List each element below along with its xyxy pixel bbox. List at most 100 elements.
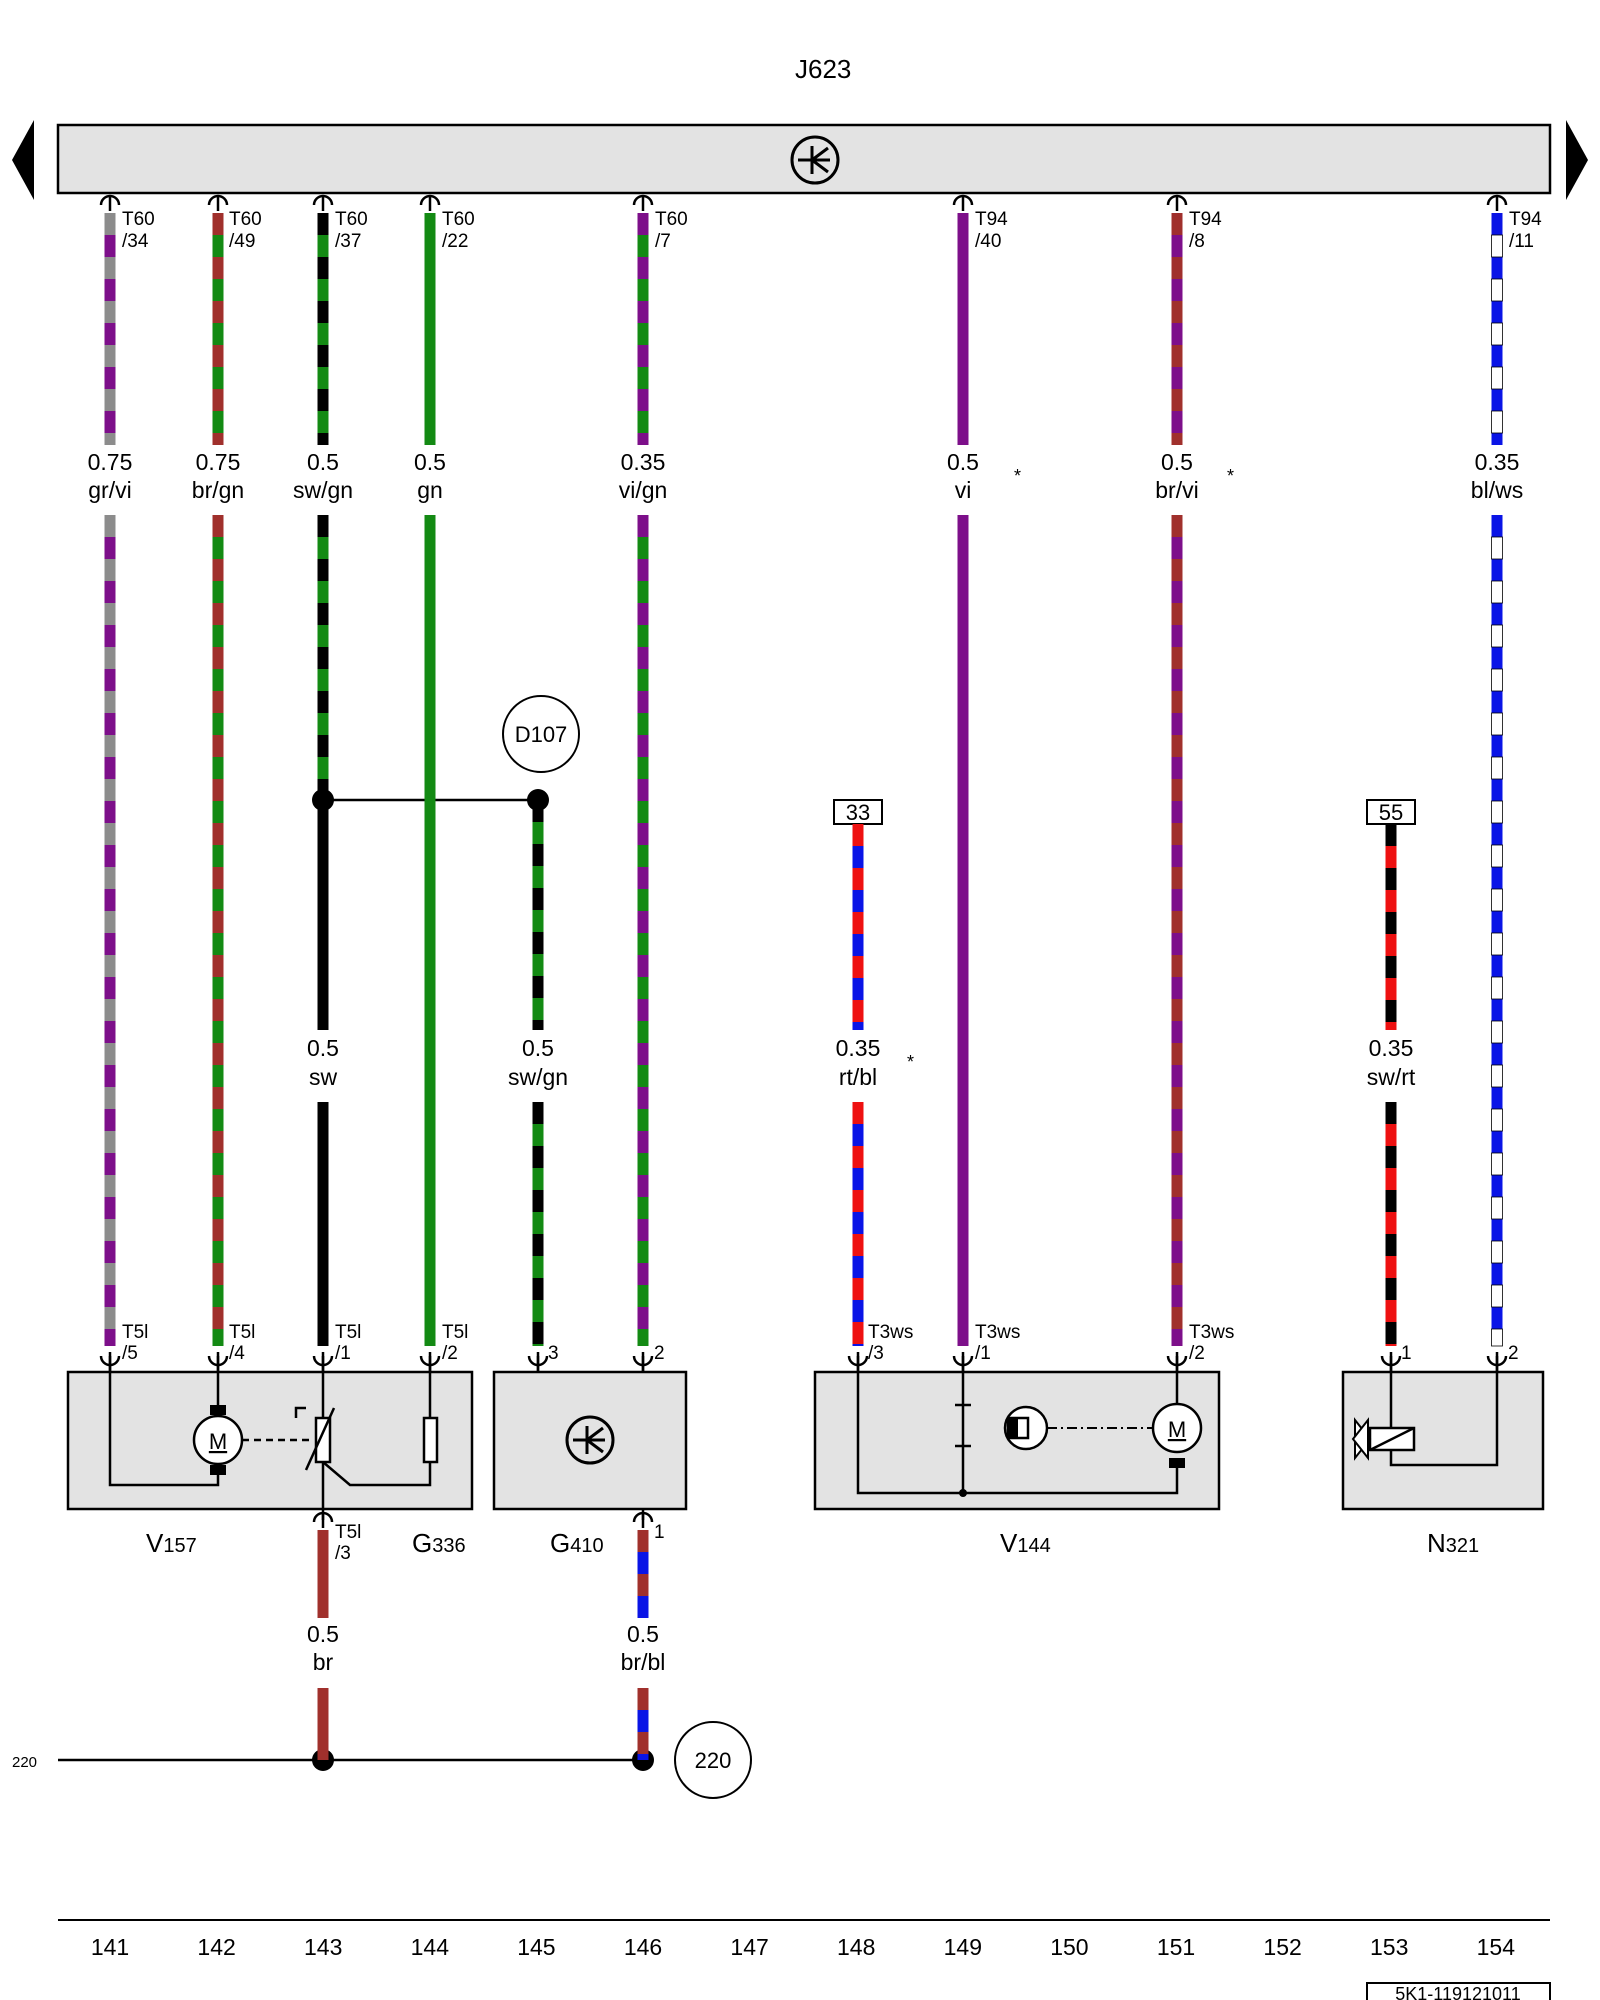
wire-154-upper: [1491, 213, 1503, 445]
track-number: 154: [1477, 1934, 1516, 1960]
pin-connector-icon: [1486, 194, 1508, 211]
svg-text:T94: T94: [975, 209, 1008, 230]
wire-144-lower: [424, 515, 436, 1346]
svg-text:T3ws: T3ws: [868, 1322, 913, 1343]
svg-text:T5l: T5l: [122, 1322, 148, 1343]
svg-text:/37: /37: [335, 231, 361, 252]
potentiometer-icon: [314, 1416, 332, 1464]
track-number: 143: [304, 1934, 342, 1960]
svg-text:0.35: 0.35: [1369, 1035, 1414, 1061]
svg-text:T5l: T5l: [335, 1522, 361, 1543]
wire-143-mid: [317, 515, 329, 800]
svg-text:br/gn: br/gn: [192, 477, 244, 503]
wire-143-bottom: [317, 1102, 329, 1346]
svg-text:T94: T94: [1189, 209, 1222, 230]
svg-text:vi/gn: vi/gn: [619, 477, 668, 503]
page-next-arrow-icon[interactable]: [1566, 120, 1588, 200]
svg-text:/8: /8: [1189, 231, 1205, 252]
svg-text:/2: /2: [1189, 1343, 1205, 1364]
pin-label: T5l/5 T5l/4 T5l/1 T5l/2 T5l/3 3 2 1 T3ws…: [122, 1322, 1519, 1564]
svg-text:/40: /40: [975, 231, 1001, 252]
wire-146-ground-lower: [637, 1688, 649, 1760]
svg-text:33: 33: [846, 800, 870, 825]
svg-text:/3: /3: [335, 1543, 351, 1564]
svg-text:/49: /49: [229, 231, 255, 252]
track-number: 148: [837, 1934, 875, 1960]
resistor-icon: [422, 1416, 439, 1464]
pin-connector-icon: [99, 194, 121, 211]
pin-connector-icon: [632, 194, 654, 211]
svg-text:T5l: T5l: [335, 1322, 361, 1343]
svg-text:/11: /11: [1509, 231, 1534, 252]
terminal-33: 33: [833, 799, 883, 825]
svg-text:br/bl: br/bl: [621, 1649, 666, 1675]
wire-148-lower: [852, 1102, 864, 1346]
pin-connector-icon: [419, 194, 441, 211]
pin-connector-icon: [527, 1355, 549, 1372]
svg-text:sw/gn: sw/gn: [293, 477, 353, 503]
wire-143-ground-lower: [317, 1688, 329, 1760]
wire-151-lower: [1171, 515, 1183, 1346]
svg-text:/5: /5: [122, 1343, 138, 1364]
svg-text:gr/vi: gr/vi: [88, 477, 131, 503]
svg-text:T60: T60: [122, 209, 155, 230]
svg-text:0.35: 0.35: [836, 1035, 881, 1061]
drawing-id-box: 5K1-119121011: [1366, 1982, 1551, 2000]
track-number: 142: [197, 1934, 235, 1960]
svg-text:T5l: T5l: [229, 1322, 255, 1343]
svg-text:/34: /34: [122, 231, 149, 252]
wire-143-ground-upper: [317, 1530, 329, 1618]
pin-connector-icon: [1380, 1355, 1402, 1372]
svg-text:sw/gn: sw/gn: [508, 1064, 568, 1090]
wire-146-ground-upper: [637, 1530, 649, 1618]
pin-connector-icon: [1166, 194, 1188, 211]
footnote-star: *: [1014, 466, 1021, 486]
svg-text:5K1-119121011: 5K1-119121011: [1395, 1984, 1520, 2000]
svg-text:0.5: 0.5: [522, 1035, 554, 1061]
svg-text:br/vi: br/vi: [1155, 477, 1198, 503]
svg-text:D107: D107: [515, 722, 568, 747]
pin-connector-icon: [1486, 1355, 1508, 1372]
svg-text:gn: gn: [417, 477, 443, 503]
wire-142-upper: [212, 213, 224, 445]
svg-text:1: 1: [1401, 1343, 1412, 1364]
svg-text:T3ws: T3ws: [975, 1322, 1020, 1343]
pin-connector-icon: [99, 1355, 121, 1372]
svg-text:/2: /2: [442, 1343, 458, 1364]
svg-text:T60: T60: [655, 209, 688, 230]
component-label-v157: V157: [146, 1528, 197, 1558]
component-g410: [492, 1352, 688, 1520]
ground-ref-label: 220: [12, 1754, 37, 1771]
circle-ref-d107: D107: [502, 695, 580, 773]
track-number: 150: [1050, 1934, 1088, 1960]
svg-text:0.75: 0.75: [196, 449, 241, 475]
svg-text:T94: T94: [1509, 209, 1542, 230]
component-label-v144: V144: [1000, 1528, 1051, 1558]
connector-label: T60/34 T60/49 T60/37 T60/22 T60/7 T94/40…: [122, 209, 1542, 252]
page-prev-arrow-icon[interactable]: [12, 120, 34, 200]
svg-text:0.5: 0.5: [307, 1621, 339, 1647]
svg-text:T60: T60: [442, 209, 475, 230]
track-number: 152: [1263, 1934, 1301, 1960]
svg-text:T3ws: T3ws: [1189, 1322, 1234, 1343]
wire-145-upper: [532, 800, 544, 1030]
svg-text:0.75: 0.75: [88, 449, 133, 475]
track-number: 153: [1370, 1934, 1408, 1960]
component-v157-g336: M: [66, 1352, 474, 1520]
track-number: 151: [1157, 1934, 1195, 1960]
svg-text:220: 220: [695, 1748, 732, 1773]
component-label-g336: G336: [412, 1528, 466, 1558]
track-number: 149: [944, 1934, 982, 1960]
svg-text:T60: T60: [335, 209, 368, 230]
wire-151-upper: [1171, 213, 1183, 445]
wire-141-lower: [104, 515, 116, 1346]
track-number: 146: [624, 1934, 662, 1960]
svg-text:sw/rt: sw/rt: [1367, 1064, 1416, 1090]
footnote-star: *: [1227, 466, 1234, 486]
svg-text:0.35: 0.35: [1475, 449, 1520, 475]
component-v144: M: [813, 1352, 1221, 1511]
svg-text:0.5: 0.5: [307, 449, 339, 475]
sensor-icon: [565, 1415, 615, 1465]
wire-146-upper: [637, 213, 649, 445]
